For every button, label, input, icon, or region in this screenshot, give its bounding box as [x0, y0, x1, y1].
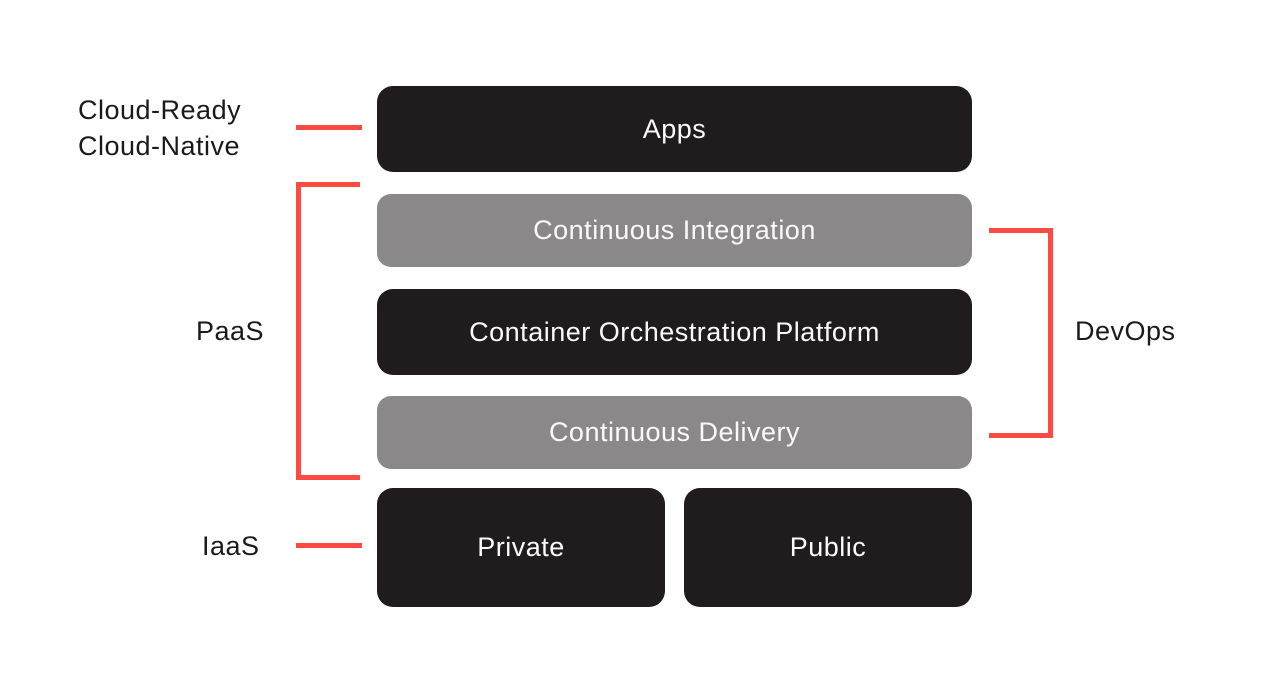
layer-apps: Apps [377, 86, 972, 172]
devops-label: DevOps [1075, 316, 1176, 346]
paas-label: PaaS [196, 316, 265, 346]
cloud-ready-native-label: Cloud-Ready Cloud-Native [78, 92, 241, 164]
layer-continuous-integration-label: Continuous Integration [533, 215, 816, 245]
layer-public-cloud: Public [684, 488, 972, 607]
layer-private-cloud: Private [377, 488, 665, 607]
cloud-ready-connector-dash [296, 125, 362, 130]
layer-container-orchestration-platform-label: Container Orchestration Platform [469, 316, 880, 347]
iaas-label: IaaS [202, 531, 260, 561]
layer-apps-label: Apps [642, 113, 707, 144]
devops-bracket [989, 228, 1053, 438]
cloud-native-line: Cloud-Native [78, 131, 241, 161]
layer-private-cloud-label: Private [477, 532, 565, 562]
layer-continuous-integration: Continuous Integration [377, 194, 972, 267]
layer-public-cloud-label: Public [789, 532, 867, 562]
iaas-connector-dash [296, 543, 362, 548]
cloud-ready-line: Cloud-Ready [78, 95, 242, 125]
layer-continuous-delivery-label: Continuous Delivery [548, 417, 801, 447]
paas-bracket [296, 182, 360, 480]
layer-continuous-delivery: Continuous Delivery [377, 396, 972, 469]
layer-container-orchestration-platform: Container Orchestration Platform [377, 289, 972, 375]
